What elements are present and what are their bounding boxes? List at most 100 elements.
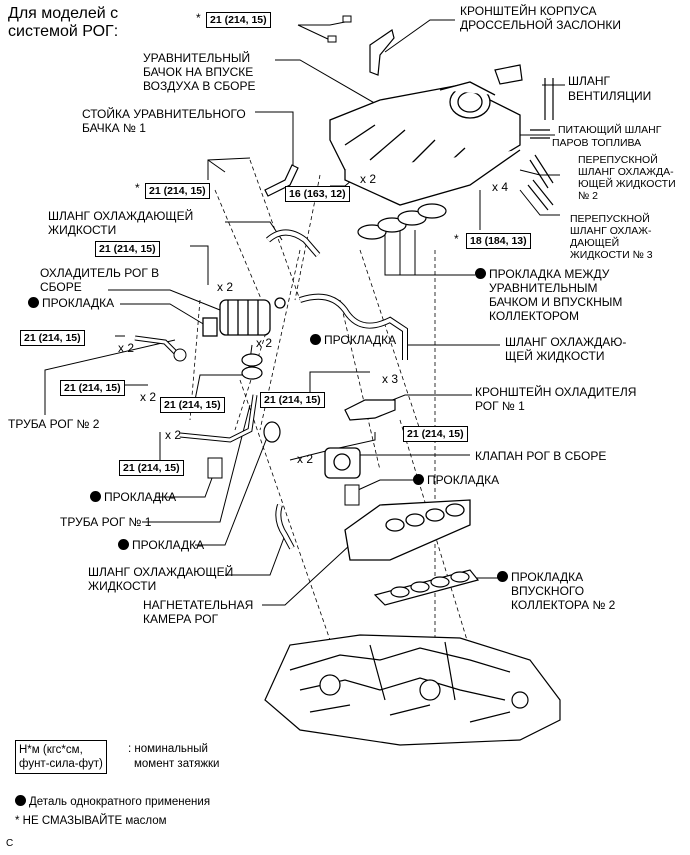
legend-torque-box: Н*м (кгс*см, фунт-сила-фут): [15, 740, 107, 774]
torque-pipe1: 21 (214, 15): [119, 460, 184, 476]
footer-code: C: [6, 838, 14, 849]
egr-valve-part: [324, 447, 361, 479]
count-x2-mid: x 2: [256, 336, 273, 350]
leader-surge-tank: [275, 59, 391, 113]
torque-16: 16 (163, 12): [285, 186, 350, 202]
label-surge-tank-1: УРАВНИТЕЛЬНЫЙ: [143, 51, 251, 65]
egr-cooler-bracket-part: [344, 399, 396, 421]
torque-bracket: 21 (214, 15): [260, 392, 325, 408]
leader-egr-pipe1: [142, 404, 251, 523]
label-egr-cooler-2: СБОРЕ: [40, 280, 82, 294]
torque-mid: 21 (214, 15): [160, 397, 225, 413]
label-fuel-vapor-2: ПАРОВ ТОПЛИВА: [552, 137, 642, 149]
torque-valve: 21 (214, 15): [403, 426, 468, 442]
label-surge-gasket-1: ПРОКЛАДКА МЕЖДУ: [475, 268, 609, 281]
dash-4: [259, 249, 301, 431]
leader-bypass2: [519, 169, 560, 176]
star-18: *: [454, 232, 459, 246]
legend-single-use: Деталь однократного применения: [15, 795, 210, 809]
label-plenum-2: КАМЕРА РОГ: [143, 612, 219, 626]
leader-bypass3: [519, 189, 560, 216]
label-egr-pipe1: ТРУБА РОГ № 1: [60, 515, 152, 529]
torque-cooler: 21 (214, 15): [95, 241, 160, 257]
leader-gasket-lower: [155, 469, 216, 498]
surge-gaskets-part: [357, 203, 447, 240]
label-gasket-mid: ПРОКЛАДКА: [310, 334, 396, 347]
label-cooler-bracket-2: РОГ № 1: [475, 399, 525, 413]
label-gasket-lower: ПРОКЛАДКА: [90, 491, 176, 504]
count-x2-valve: x 2: [297, 452, 314, 466]
label-intake-gasket2-3: КОЛЛЕКТОРА № 2: [511, 598, 616, 612]
label-bypass2-3: ЮЩЕЙ ЖИДКОСТИ: [578, 178, 676, 190]
label-stay-2: БАЧКА № 1: [82, 121, 146, 135]
leader-t-stay: [207, 157, 251, 180]
fuel-vapor-hose-part: [530, 129, 550, 139]
label-intake-gasket2-2: ВПУСКНОГО: [511, 584, 585, 598]
surge-tank-part: [329, 81, 521, 206]
leader-egr-cooler: [108, 289, 221, 311]
count-x2-left: x 2: [118, 341, 135, 355]
leader-gasket-valve: [357, 479, 415, 491]
count-x3: x 3: [382, 372, 399, 386]
label-bypass2-1: ПЕРЕПУСКНОЙ: [578, 154, 658, 166]
bolts-top: [327, 15, 352, 43]
egr-cooler-part: [202, 297, 286, 337]
label-bypass3-4: ЖИДКОСТИ № 3: [570, 249, 653, 261]
dash-8: [239, 379, 331, 641]
torque-stay: 21 (214, 15): [145, 183, 210, 199]
torque-18: 18 (184, 13): [466, 233, 531, 249]
label-gasket-cooler: ПРОКЛАДКА: [28, 297, 114, 310]
egr-pipe-1-flange: [207, 457, 223, 479]
leader-gasket-pipe1: [195, 429, 271, 546]
leader-t-top: [297, 21, 346, 41]
label-coolant-right-2: ЩЕЙ ЖИДКОСТИ: [505, 349, 605, 363]
leader-gasket-cooler: [120, 303, 206, 326]
engine-block-part: [264, 634, 561, 746]
throttle-bracket-part: [369, 29, 395, 76]
header-line-1: Для моделей с: [8, 5, 119, 22]
coolant-hose-right-part: [299, 293, 408, 360]
count-x2-cooler: x 2: [217, 280, 234, 294]
label-cooler-bracket-1: КРОНШТЕЙН ОХЛАДИТЕЛЯ: [475, 385, 637, 399]
label-bypass3-2: ШЛАНГ ОХЛАЖ-: [570, 225, 652, 237]
label-egr-valve: КЛАПАН РОГ В СБОРЕ: [475, 449, 607, 463]
count-x2-pipe2: x 2: [140, 390, 157, 404]
label-gasket-valve: ПРОКЛАДКА: [413, 474, 499, 487]
legend-no-oil: * НЕ СМАЗЫВАЙТЕ маслом: [15, 815, 167, 827]
label-egr-cooler-1: ОХЛАДИТЕЛЬ РОГ В: [40, 266, 160, 280]
gaskets-mid-part: [241, 353, 281, 443]
gasket-valve-part: [344, 484, 360, 506]
legend-desc-1: : номинальный: [128, 743, 208, 755]
label-throttle-bracket-1: КРОНШТЕЙН КОРПУСА: [460, 4, 597, 18]
leader-coolant-bottom: [225, 534, 286, 576]
legend-box-line-1: Н*м (кгс*см,: [19, 744, 83, 756]
torque-pipe2: 21 (214, 15): [60, 380, 125, 396]
bypass-hose-3-part: [527, 179, 554, 211]
leader-plenum: [262, 544, 351, 606]
star-top: *: [196, 11, 201, 25]
label-surge-tank-2: БАЧОК НА ВПУСКЕ: [143, 65, 254, 79]
bypass-hose-2-part: [529, 154, 554, 189]
legend-box-line-2: фунт-сила-фут): [19, 758, 103, 770]
label-plenum-1: НАГНЕТАТЕЛЬНАЯ: [143, 598, 254, 612]
count-x4: x 4: [492, 180, 509, 194]
label-vent-hose-2: ВЕНТИЛЯЦИИ: [568, 89, 652, 103]
torque-left: 21 (214, 15): [20, 330, 85, 346]
label-coolant-top-2: ЖИДКОСТИ: [48, 223, 117, 237]
label-bypass2-4: № 2: [578, 190, 599, 202]
label-bypass2-2: ШЛАНГ ОХЛАЖДА-: [578, 166, 674, 178]
leader-t-cooler: [190, 245, 209, 285]
label-coolant-bottom-1: ШЛАНГ ОХЛАЖДАЮЩЕЙ: [88, 565, 234, 579]
label-vent-hose-1: ШЛАНГ: [568, 74, 611, 88]
label-egr-pipe2: ТРУБА РОГ № 2: [8, 417, 100, 431]
label-coolant-right-1: ШЛАНГ ОХЛАЖДАЮ-: [505, 335, 627, 349]
count-x2-surge: x 2: [360, 172, 377, 186]
egr-plenum-part: [344, 499, 471, 561]
label-throttle-bracket-2: ДРОССЕЛЬНОЙ ЗАСЛОНКИ: [460, 18, 621, 32]
label-coolant-bottom-2: ЖИДКОСТИ: [88, 579, 157, 593]
dash-7: [339, 299, 381, 471]
dash-5: [359, 249, 421, 431]
leader-t-valve: [289, 432, 376, 461]
